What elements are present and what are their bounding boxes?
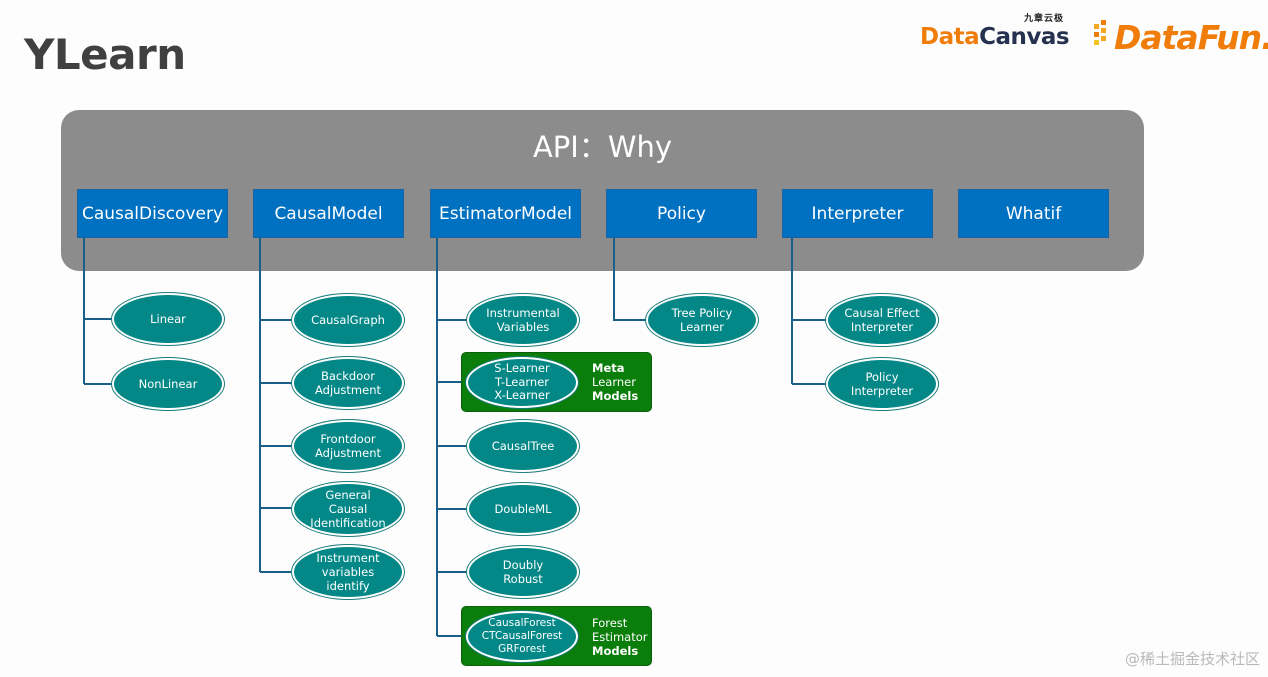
watermark: @稀土掘金技术社区: [1124, 650, 1260, 668]
api-title: API：Why: [532, 130, 673, 164]
category-estimator-model: EstimatorModel: [430, 189, 581, 238]
datacanvas-logo: DataCanvas: [920, 24, 1070, 50]
category-whatif: Whatif: [958, 189, 1109, 238]
node-general-causal-identification: General Causal Identification: [292, 482, 404, 536]
forest-estimator-label: Forest Estimator Models: [592, 616, 647, 658]
node-causal-graph: CausalGraph: [292, 294, 404, 346]
category-interpreter: Interpreter: [782, 189, 933, 238]
category-causal-discovery: CausalDiscovery: [77, 189, 228, 238]
page-title: YLearn: [24, 30, 186, 79]
meta-label-line-1: Meta: [592, 361, 625, 375]
node-instrument-variables-identify: Instrument variables identify: [292, 545, 404, 599]
forest-label-line-1: Forest: [592, 616, 628, 630]
node-frontdoor-adjustment: Frontdoor Adjustment: [292, 420, 404, 472]
node-nonlinear: NonLinear: [112, 358, 224, 410]
category-policy: Policy: [606, 189, 757, 238]
node-instrumental-variables: Instrumental Variables: [467, 294, 579, 346]
node-causal-effect-interpreter: Causal Effect Interpreter: [826, 294, 938, 346]
datacanvas-logo-part-a: Data: [920, 24, 980, 50]
forest-label-line-2: Estimator: [592, 630, 648, 644]
node-doubly-robust: Doubly Robust: [467, 546, 579, 598]
datafun-logo: DataFun.: [1114, 18, 1268, 57]
datafun-logo-mark-icon: [1094, 20, 1106, 45]
forest-label-line-3: Models: [592, 644, 639, 658]
node-tree-policy-learner: Tree Policy Learner: [646, 294, 758, 346]
node-policy-interpreter: Policy Interpreter: [826, 358, 938, 410]
meta-label-line-2: Learner: [592, 375, 636, 389]
node-linear: Linear: [112, 293, 224, 345]
node-backdoor-adjustment: Backdoor Adjustment: [292, 357, 404, 409]
meta-label-line-3: Models: [592, 389, 639, 403]
datacanvas-logo-part-b: Canvas: [979, 24, 1070, 50]
category-causal-model: CausalModel: [253, 189, 404, 238]
node-double-ml: DoubleML: [467, 483, 579, 535]
node-meta-learners: S-Learner T-Learner X-Learner: [466, 357, 578, 408]
node-forest-estimators: CausalForest CTCausalForest GRForest: [466, 611, 578, 662]
datacanvas-logo-subtitle: 九章云极: [1024, 14, 1065, 24]
node-causal-tree: CausalTree: [467, 420, 579, 472]
meta-learner-label: Meta Learner Models: [592, 361, 638, 403]
